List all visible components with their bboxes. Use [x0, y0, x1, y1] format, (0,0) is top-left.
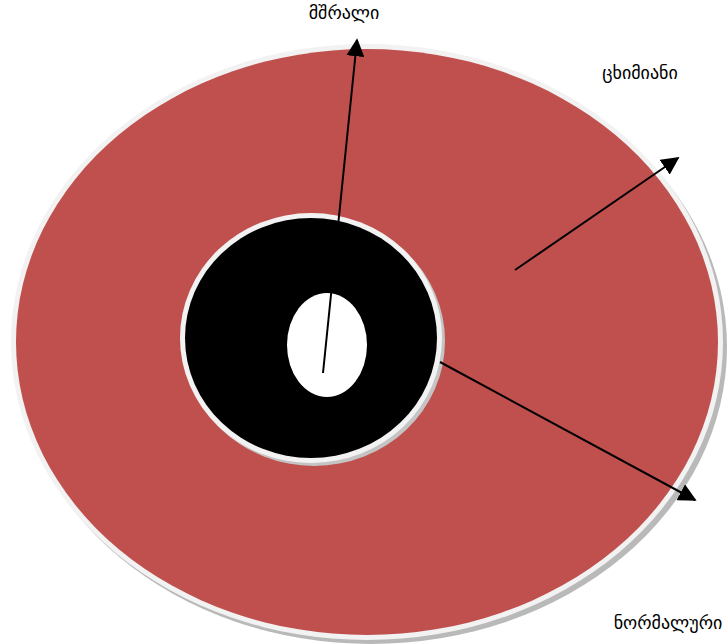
- region-label: ცხიმიანი: [602, 62, 678, 84]
- outer-rim: [11, 44, 723, 640]
- oily-region: [16, 49, 718, 635]
- leader-arrow: [515, 158, 678, 270]
- normal-region: [185, 218, 437, 458]
- middle-rim: [180, 213, 442, 463]
- leader-arrow: [323, 40, 357, 373]
- region-label: ნორმალური: [614, 612, 723, 634]
- region-label: მშრალი: [309, 2, 380, 24]
- dry-region: [287, 293, 367, 397]
- leader-arrow: [440, 362, 695, 500]
